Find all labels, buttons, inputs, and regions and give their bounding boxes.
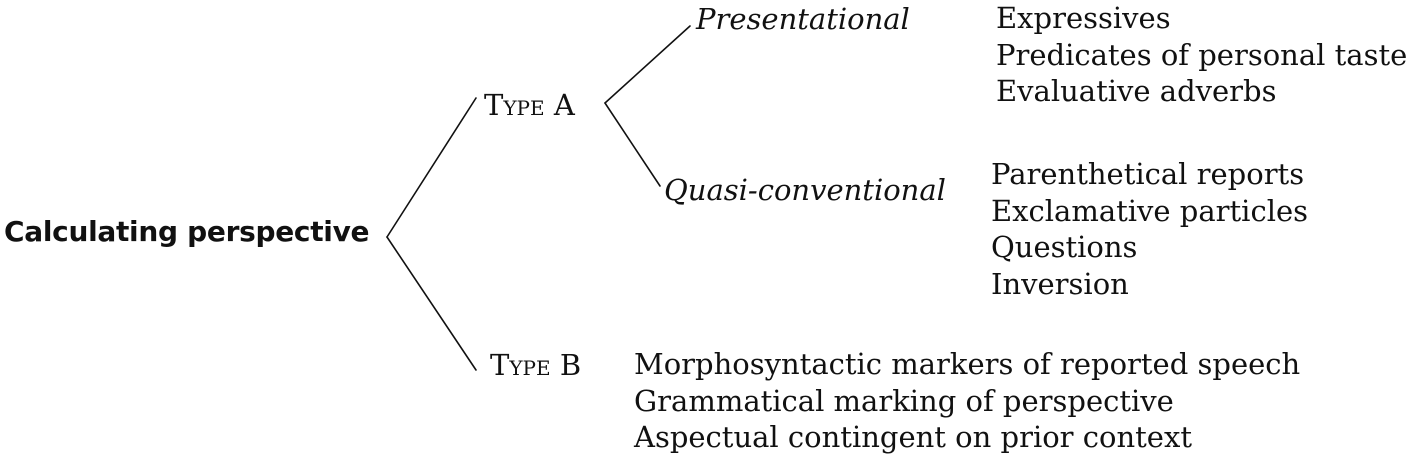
list-item: Expressives bbox=[996, 1, 1171, 35]
list-item: Aspectual contingent on prior context bbox=[634, 420, 1192, 454]
presentational-node-label: Presentational bbox=[696, 2, 910, 36]
edge-root-to-type-a bbox=[386, 97, 477, 238]
edge-root-to-type-b bbox=[386, 236, 477, 371]
quasi-conventional-node-label: Quasi-conventional bbox=[664, 173, 946, 207]
list-item: Predicates of personal taste bbox=[996, 37, 1408, 72]
edge-type-a-to-presentational bbox=[604, 25, 691, 104]
type-b-node-label: Type B bbox=[490, 348, 582, 382]
list-item: Inversion bbox=[991, 266, 1129, 301]
root-node-label: Calculating perspective bbox=[4, 215, 370, 248]
list-item: Morphosyntactic markers of reported spee… bbox=[634, 347, 1301, 381]
type-b-items-list: Morphosyntactic markers of reported spee… bbox=[634, 346, 1300, 456]
list-item: Grammatical marking of perspective bbox=[634, 383, 1174, 418]
list-item: Parenthetical reports bbox=[991, 157, 1305, 191]
edge-type-a-to-quasi-conventional bbox=[604, 102, 661, 187]
quasi-conventional-items-list: Parenthetical reports Exclamative partic… bbox=[991, 156, 1308, 302]
list-item: Exclamative particles bbox=[991, 193, 1309, 228]
type-a-node-label: Type A bbox=[484, 88, 575, 122]
presentational-items-list: Expressives Predicates of personal taste… bbox=[996, 0, 1407, 110]
list-item: Evaluative adverbs bbox=[996, 74, 1277, 108]
list-item: Questions bbox=[991, 230, 1138, 264]
